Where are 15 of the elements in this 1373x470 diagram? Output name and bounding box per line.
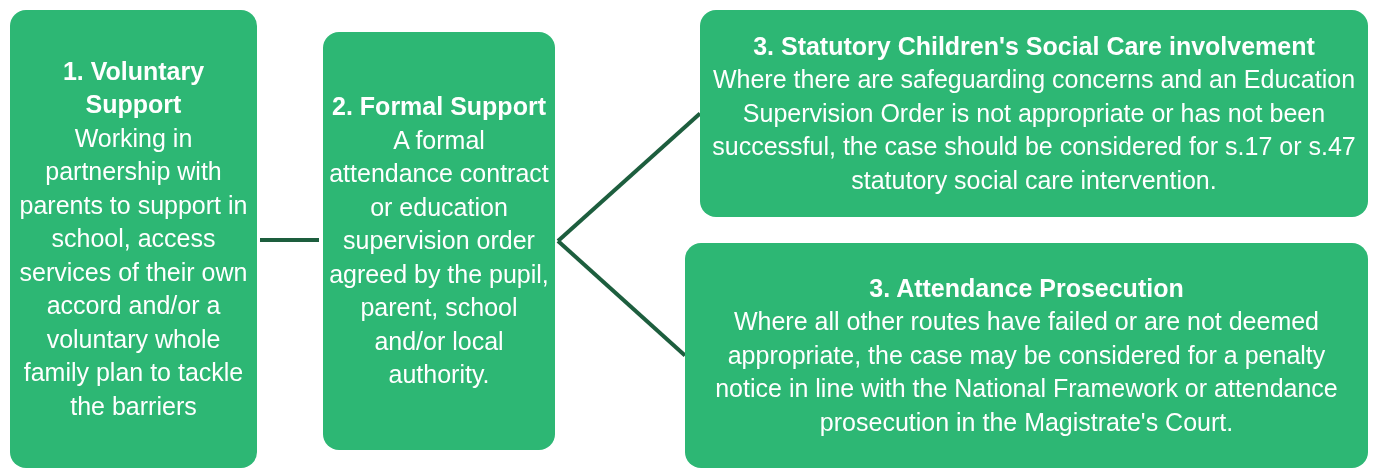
process-box: [323, 32, 555, 450]
process-box: [10, 10, 257, 468]
box-heading: 1. Voluntary Support: [61, 55, 206, 121]
connector-line: [260, 238, 319, 242]
box-description: A formal attendance contract or education supervision order agreed by the pupil, parent, school and/or local authority.: [329, 124, 549, 391]
box-heading: 3. Statutory Children's Social Care involvement: [752, 30, 1316, 62]
connector-line: [556, 239, 687, 357]
process-box: [685, 243, 1368, 468]
box-heading: 3. Attendance Prosecution: [868, 272, 1185, 304]
box-heading: 2. Formal Support: [331, 91, 547, 123]
connector-line: [556, 112, 702, 243]
box-description: Where all other routes have failed or are not deemed appropriate, the case may be considered for a penalty notice in line with the National Framework or attendance prosecution in the Magistrate's Court.: [714, 306, 1339, 438]
box-description: Where there are safeguarding concerns and an Education Supervision Order is not appropriate or has not been successful, the case should be considered for s.17 or s.47 statutory social care intervention.: [711, 64, 1357, 196]
process-box: [700, 10, 1368, 217]
box-description: Working in partnership with parents to support in school, access services of their own accord and/or a voluntary whole family plan to tackle the barriers: [18, 122, 249, 422]
